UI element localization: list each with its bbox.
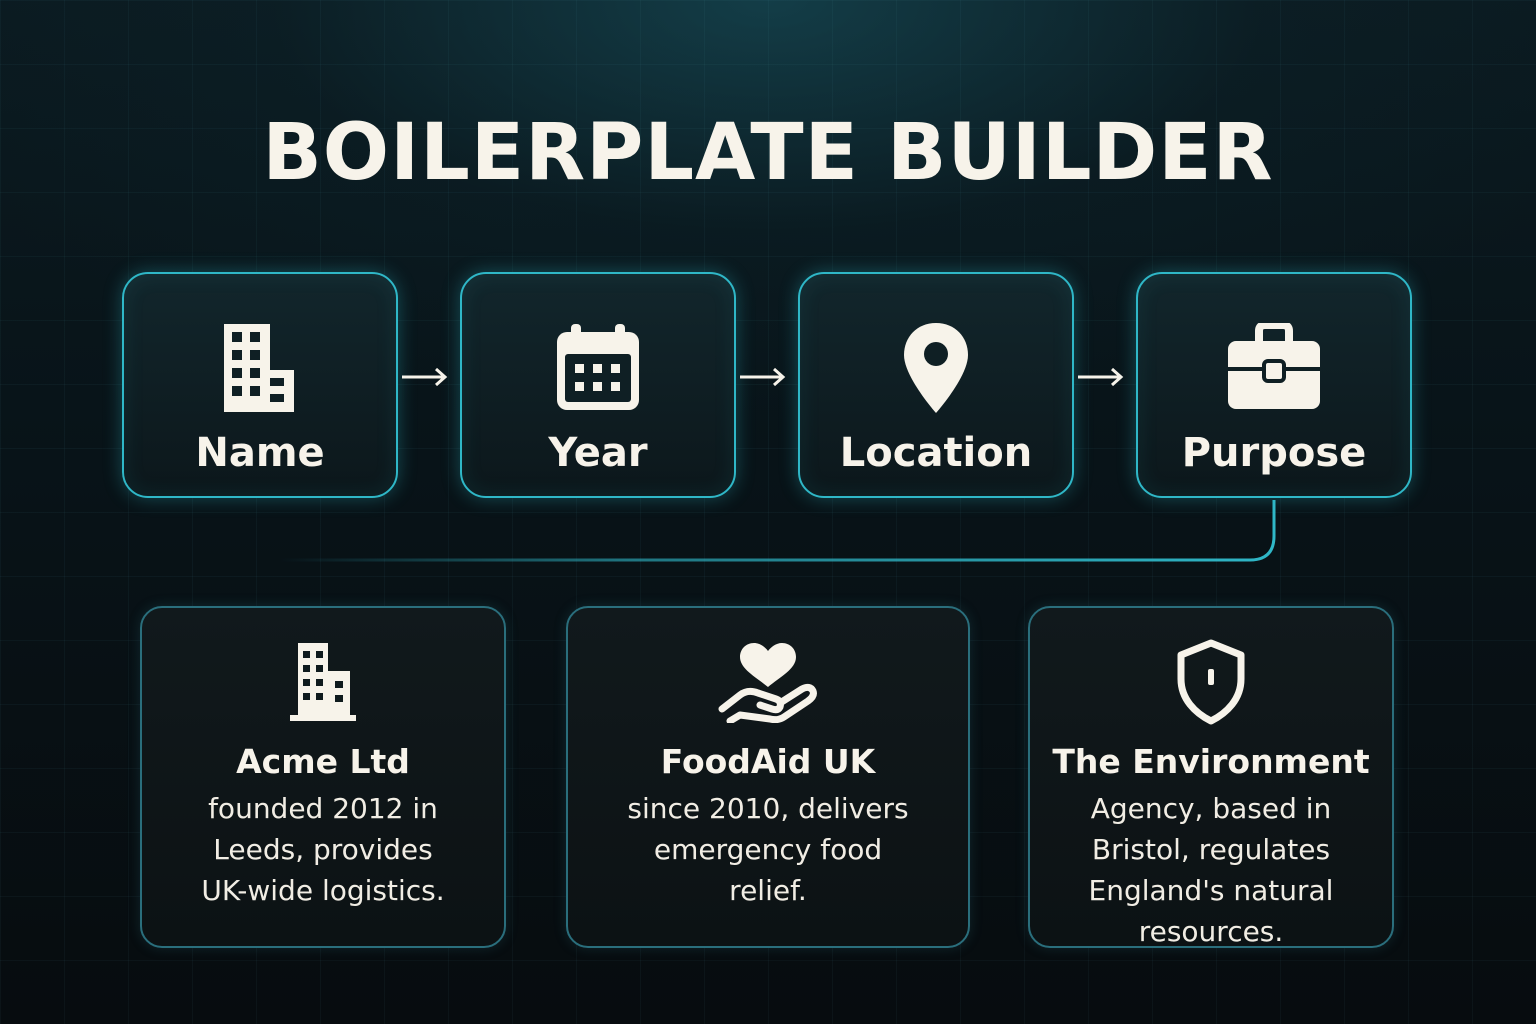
example-card-foodaid: FoodAid UK since 2010, delivers emergenc…	[566, 606, 970, 948]
example-name: The Environment	[1052, 742, 1370, 781]
arrow-right-icon	[1078, 367, 1124, 387]
step-label: Purpose	[1181, 430, 1367, 476]
office-building-icon	[273, 636, 373, 728]
calendar-icon	[548, 318, 648, 418]
example-card-acme: Acme Ltd founded 2012 in Leeds, provides…	[140, 606, 506, 948]
step-name: Name	[122, 272, 398, 498]
example-name: FoodAid UK	[660, 742, 876, 781]
step-label: Location	[839, 430, 1033, 476]
arrow-right-icon	[740, 367, 786, 387]
example-description: founded 2012 in Leeds, provides UK-wide …	[201, 792, 445, 907]
step-location: Location	[798, 272, 1074, 498]
step-year: Year	[460, 272, 736, 498]
building-icon	[210, 318, 310, 418]
step-label: Name	[195, 430, 325, 476]
shield-icon	[1161, 636, 1261, 728]
map-pin-icon	[886, 318, 986, 418]
example-name: Acme Ltd	[236, 742, 410, 781]
step-label: Year	[548, 430, 648, 476]
example-description: since 2010, delivers emergency food reli…	[627, 792, 909, 907]
example-card-environment: The Environment Agency, based in Bristol…	[1028, 606, 1394, 948]
briefcase-icon	[1224, 318, 1324, 418]
page-title: BOILERPLATE BUILDER	[262, 108, 1274, 198]
example-description: Agency, based in Bristol, regulates Engl…	[1088, 792, 1334, 948]
step-purpose: Purpose	[1136, 272, 1412, 498]
heart-hand-icon	[718, 636, 818, 728]
arrow-right-icon	[402, 367, 448, 387]
